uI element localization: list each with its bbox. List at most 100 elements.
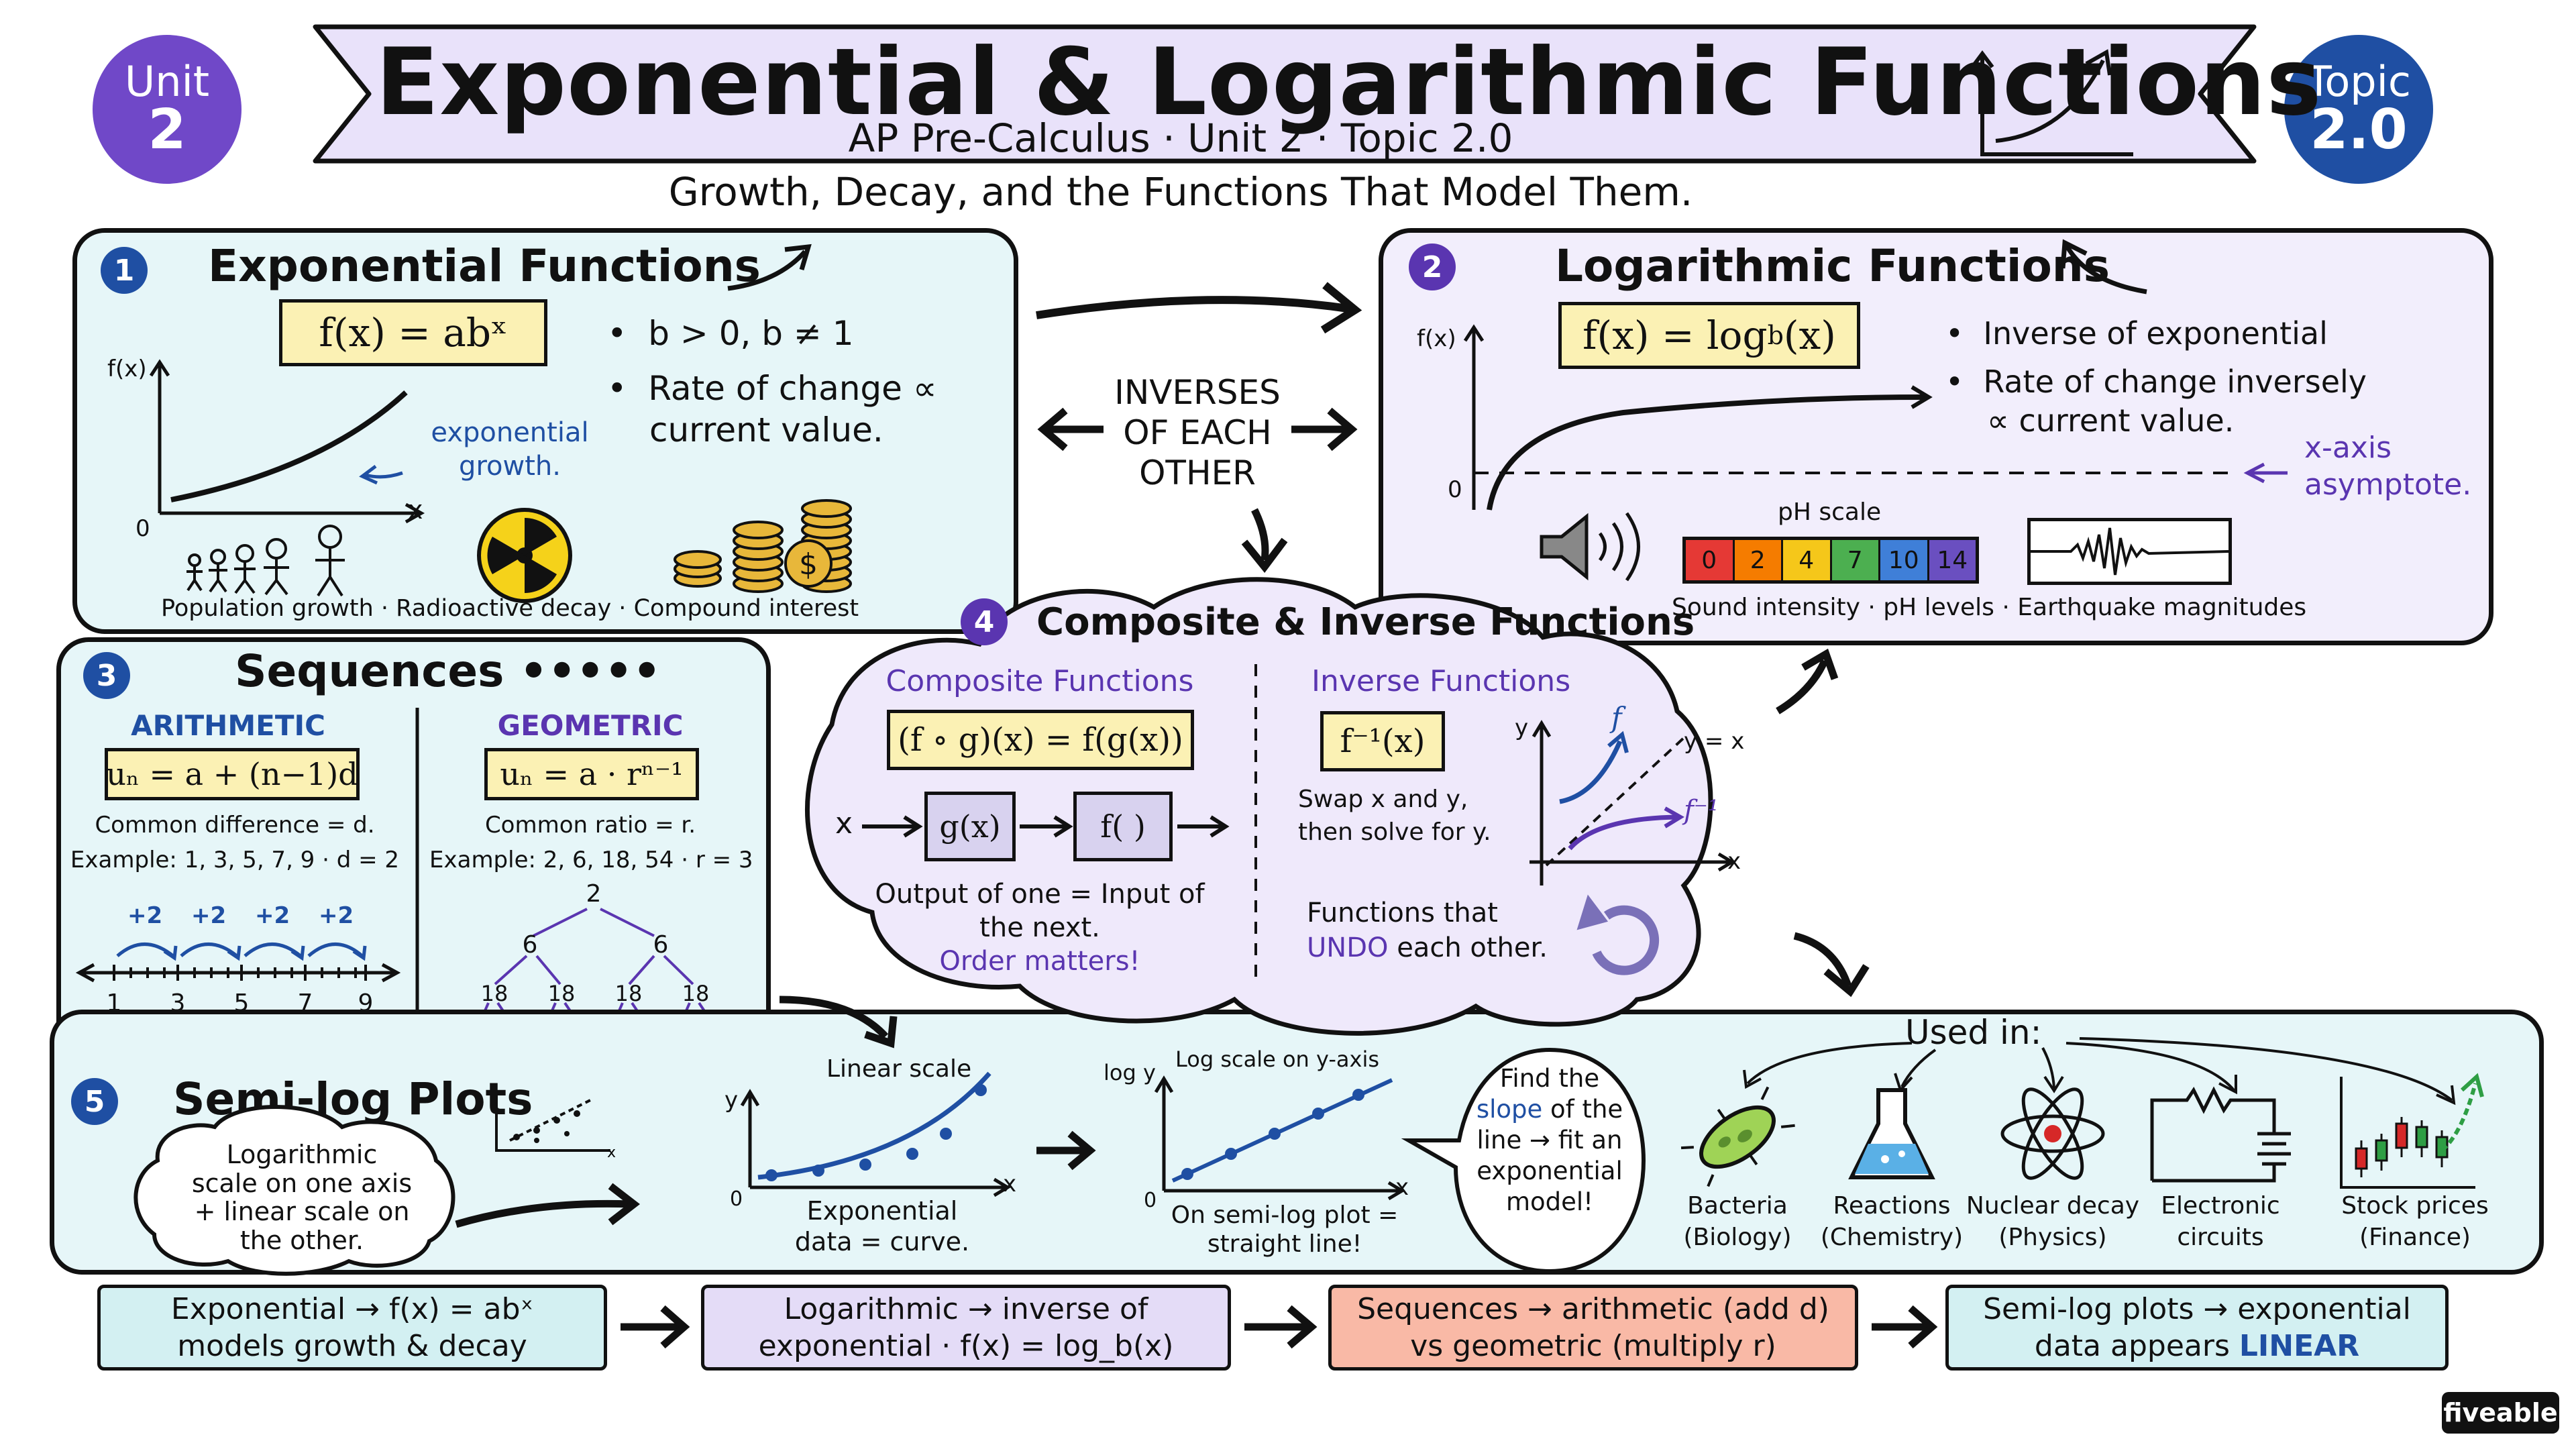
panel-number-2: 2 bbox=[1409, 244, 1456, 290]
arith-heading: ARITHMETIC bbox=[131, 709, 325, 742]
population-icon bbox=[186, 525, 345, 597]
sequences-panel bbox=[56, 637, 771, 1063]
ph-value: 14 bbox=[1937, 546, 1968, 574]
bubble-line1: Find the bbox=[1499, 1064, 1600, 1093]
exp-bullet-2-cont: current value. bbox=[649, 411, 883, 449]
geo-tree-node: 18 bbox=[682, 981, 710, 1006]
log-graph-title: Log scale on y-axis bbox=[1175, 1046, 1380, 1072]
undo-text: Functions that UNDO each other. bbox=[1307, 896, 1548, 965]
exp-note-line1: exponential bbox=[431, 417, 589, 448]
arith-step-2: +2 bbox=[191, 902, 227, 929]
summary-line1: Logarithmic → inverse of bbox=[784, 1292, 1148, 1326]
bubble-line4: exponential bbox=[1477, 1156, 1623, 1185]
geo-tree-node: 18 bbox=[480, 981, 508, 1006]
log-bullet-2: • Rate of change inversely bbox=[1945, 364, 2367, 400]
summary-logarithmic: Logarithmic → inverse of exponential · f… bbox=[701, 1285, 1231, 1371]
composite-desc: Output of one = Input of the next. bbox=[852, 877, 1228, 945]
log-caption-line1: On semi-log plot = bbox=[1171, 1201, 1399, 1229]
panel-number-3: 3 bbox=[83, 652, 130, 699]
inverse-swap-line2: then solve for y. bbox=[1298, 818, 1491, 846]
geo-tree-node: 6 bbox=[522, 931, 538, 959]
log-graph-x: x bbox=[1395, 1174, 1409, 1201]
title-banner bbox=[313, 24, 2257, 164]
inverses-line2: OF EACH bbox=[1123, 413, 1272, 452]
topic-badge-label: Topic bbox=[2306, 57, 2411, 106]
use-label-line1: Electronic bbox=[2161, 1192, 2280, 1220]
geo-example: Example: 2, 6, 18, 54 · r = 3 bbox=[429, 847, 753, 873]
ph-scale: 0 2 4 7 10 14 bbox=[1682, 537, 1979, 584]
use-label-line2: (Chemistry) bbox=[1820, 1223, 1964, 1251]
geo-tree-node: 18 bbox=[614, 981, 643, 1006]
inverse-swap: Swap x and y, then solve for y. bbox=[1298, 784, 1491, 849]
use-label-line2: (Physics) bbox=[1998, 1223, 2107, 1251]
bubble-slope: slope bbox=[1476, 1094, 1543, 1124]
inverse-graph-x: x bbox=[1727, 848, 1741, 875]
linear-graph-title: Linear scale bbox=[826, 1055, 972, 1083]
coins-icon: $ bbox=[674, 499, 852, 593]
log-asymptote-note: x-axis asymptote. bbox=[2304, 429, 2471, 503]
use-label-line1: Bacteria bbox=[1687, 1192, 1788, 1220]
order-matters: Order matters! bbox=[939, 946, 1140, 977]
log-formula-tail: (x) bbox=[1783, 313, 1836, 358]
bubble-line5: model! bbox=[1505, 1187, 1594, 1216]
use-label-line1: Nuclear decay bbox=[1966, 1192, 2140, 1220]
g-box: g(x) bbox=[924, 792, 1016, 861]
exponential-formula: f(x) = abˣ bbox=[279, 299, 547, 366]
linear-caption-line2: data = curve. bbox=[794, 1226, 970, 1256]
log-formula-base: b bbox=[1767, 321, 1784, 350]
bubble-line2: slope of the bbox=[1449, 1094, 1650, 1125]
exp-graph-xlabel: x bbox=[408, 495, 423, 525]
linear-graph-y: y bbox=[724, 1087, 739, 1114]
log-asym-line1: x-axis bbox=[2304, 431, 2392, 465]
fiveable-logo-text: fiveable bbox=[2443, 1398, 2558, 1428]
geo-tree-node: 6 bbox=[653, 931, 669, 959]
page-tagline: Growth, Decay, and the Functions That Mo… bbox=[668, 169, 1693, 215]
undo-line2: UNDO each other. bbox=[1307, 930, 1548, 965]
summary-line2: models growth & decay bbox=[177, 1329, 527, 1363]
undo-word: UNDO bbox=[1307, 932, 1389, 963]
summary-line2a: data appears bbox=[2034, 1329, 2239, 1363]
semilog-cloud-line3: + linear scale on bbox=[194, 1197, 410, 1227]
inverse-graph-yx: y = x bbox=[1684, 728, 1745, 755]
f-box-label: f( ) bbox=[1100, 808, 1146, 845]
use-reactions: Reactions (Chemistry) bbox=[1818, 1191, 1966, 1254]
inverse-graph-y: y bbox=[1515, 714, 1529, 741]
use-stocks: Stock prices (Finance) bbox=[2334, 1191, 2496, 1254]
bubble-of-the: of the bbox=[1542, 1094, 1623, 1124]
inverses-line1: INVERSES bbox=[1114, 373, 1281, 412]
linear-graph-origin: 0 bbox=[730, 1187, 743, 1211]
exp-note: exponential growth. bbox=[416, 416, 604, 483]
summary-line1: Exponential → f(x) = abˣ bbox=[170, 1292, 534, 1326]
radiation-icon bbox=[477, 508, 572, 603]
unit-badge-number: 2 bbox=[148, 98, 186, 162]
summary-sequences: Sequences → arithmetic (add d) vs geomet… bbox=[1328, 1285, 1858, 1371]
page-subtitle: AP Pre-Calculus · Unit 2 · Topic 2.0 bbox=[848, 115, 1513, 161]
geo-formula: uₙ = a · rⁿ⁻¹ bbox=[484, 748, 699, 800]
arith-step-1: +2 bbox=[127, 902, 163, 929]
log-bullet-1: • Inverse of exponential bbox=[1945, 315, 2328, 352]
composite-desc-line2: the next. bbox=[979, 912, 1100, 943]
exp-bullet-1-text: b > 0, b ≠ 1 bbox=[648, 314, 854, 353]
topic-badge-number: 2.0 bbox=[2310, 98, 2408, 162]
log-examples: Sound intensity · pH levels · Earthquake… bbox=[1672, 594, 2307, 621]
inverses-label: INVERSES OF EACH OTHER bbox=[1087, 372, 1308, 493]
summary-line2: data appears LINEAR bbox=[2035, 1328, 2359, 1364]
ph-value: 7 bbox=[1847, 546, 1863, 574]
